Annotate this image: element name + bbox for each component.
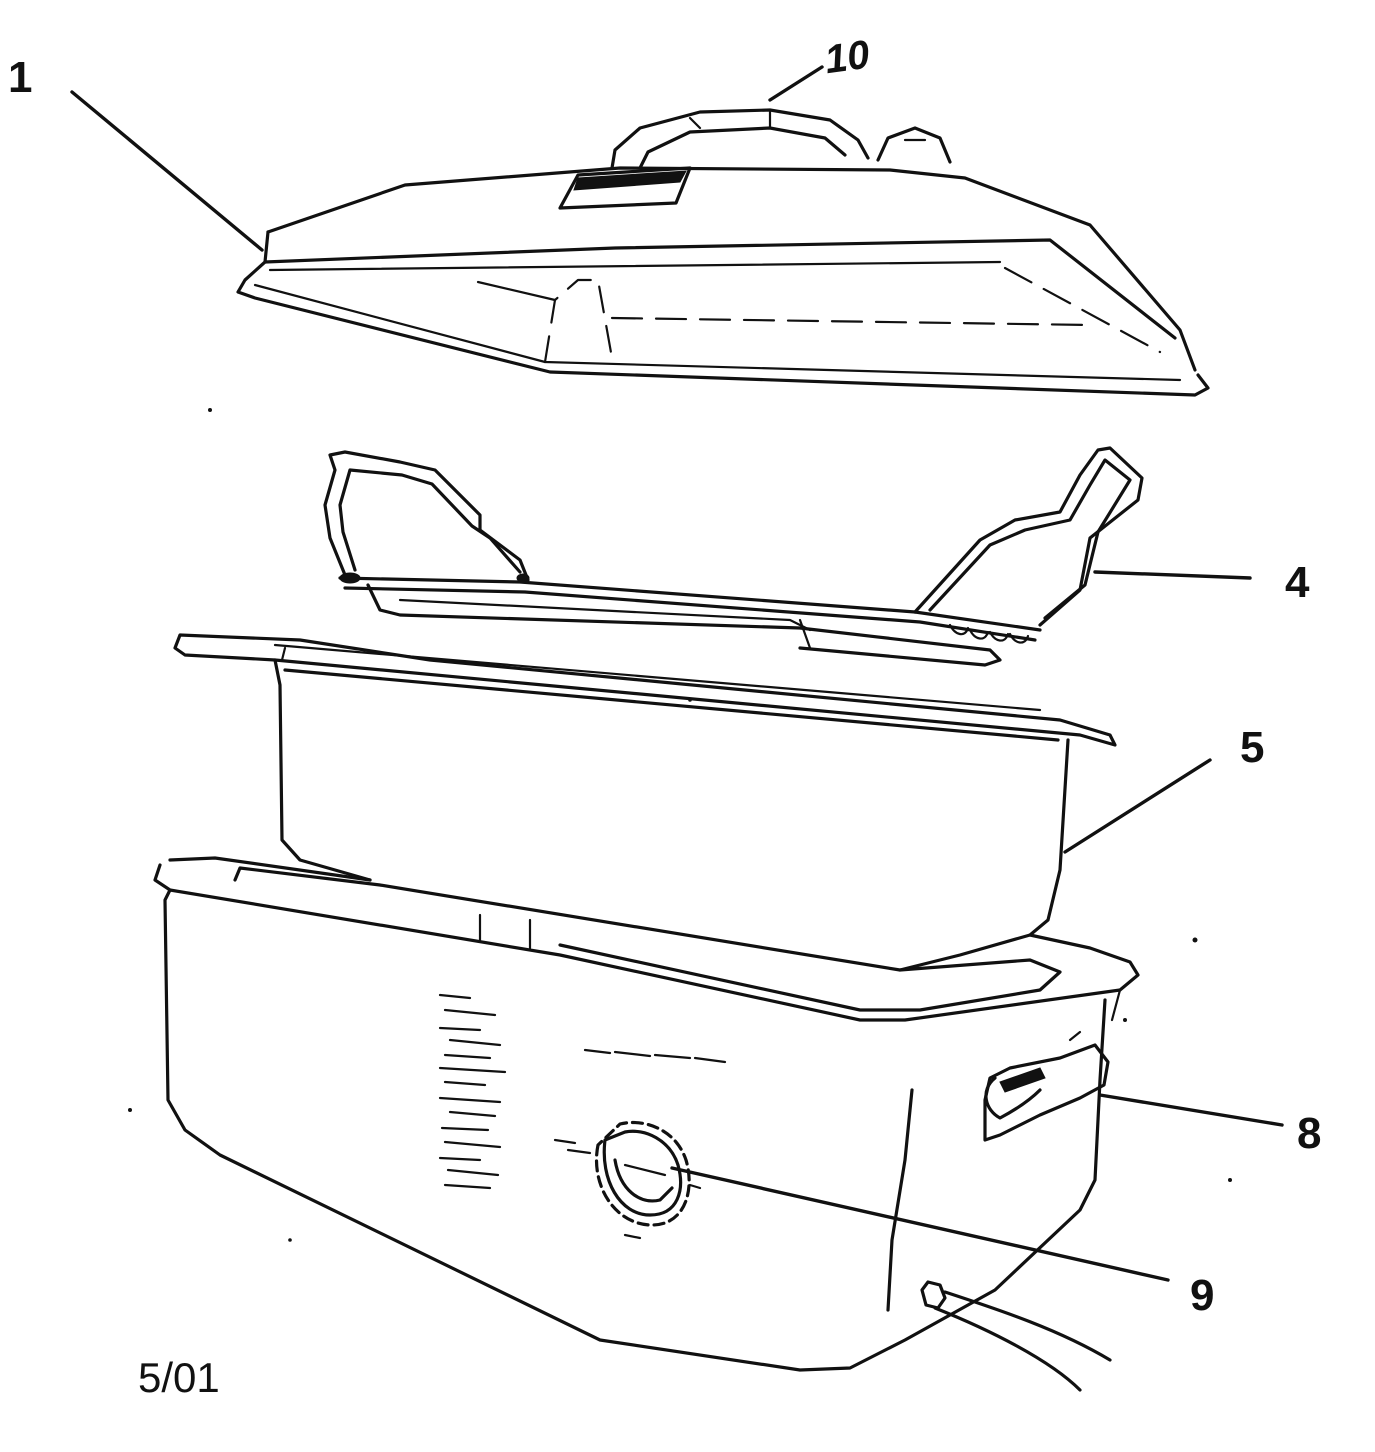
scan-specks [128, 408, 1232, 1242]
leader-4 [1093, 570, 1252, 580]
lid [236, 166, 1210, 397]
roasting-rack [323, 446, 1144, 667]
callout-8: 8 [1297, 1109, 1321, 1158]
leader-lines [70, 65, 1284, 1282]
callout-labels: 1 10 4 5 8 9 [8, 33, 1321, 1320]
roasting-pan [173, 633, 1117, 972]
leader-5 [1063, 758, 1212, 854]
callout-9: 9 [1190, 1271, 1214, 1320]
leader-1 [70, 90, 264, 252]
callout-1: 1 [8, 53, 32, 102]
power-cord [920, 1280, 1112, 1392]
callout-10: 10 [822, 33, 872, 83]
control-label-text [438, 993, 727, 1240]
callout-4: 4 [1285, 558, 1310, 607]
callout-5: 5 [1240, 723, 1264, 772]
lid-handle [610, 108, 952, 170]
roaster-body [153, 856, 1140, 1392]
side-handle [983, 1030, 1110, 1142]
temperature-dial [595, 1120, 691, 1227]
leader-10 [768, 65, 824, 102]
leader-9 [670, 1166, 1170, 1282]
date-code: 5/01 [138, 1354, 220, 1401]
leader-8 [1098, 1093, 1284, 1127]
